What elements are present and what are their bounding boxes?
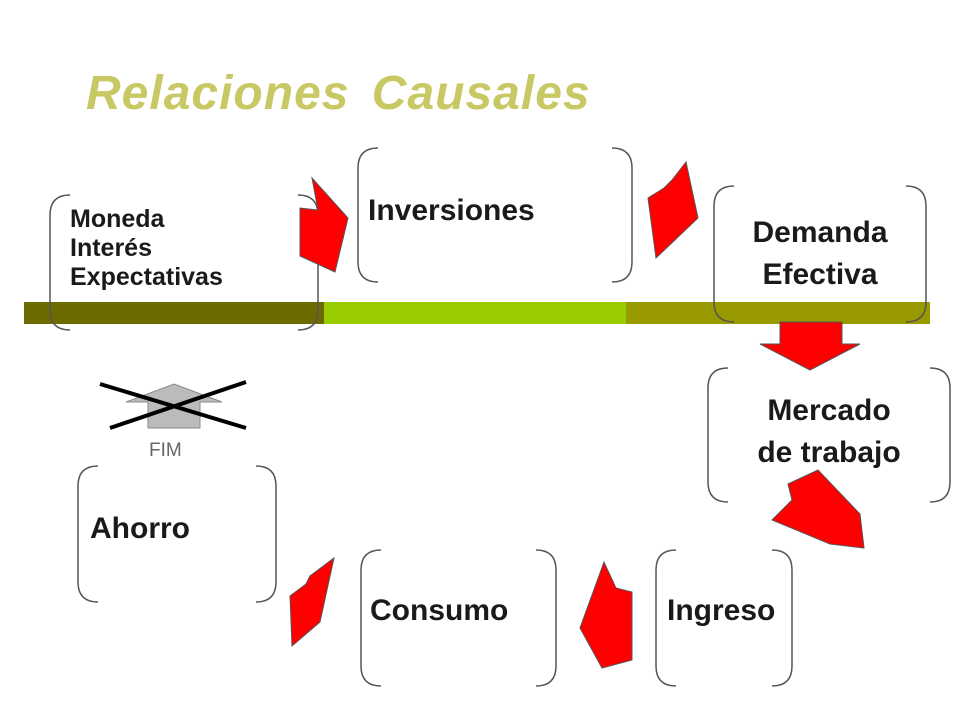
band-olive-segment xyxy=(626,302,930,324)
arrow-mercado-to-ingreso xyxy=(771,469,865,549)
demanda-line-1: Demanda xyxy=(752,216,888,249)
node-demanda: Demanda Efectiva xyxy=(728,212,912,296)
band-dark-segment xyxy=(24,302,324,324)
fim-label: FIM xyxy=(149,440,182,461)
consumo-bracket-left xyxy=(360,549,382,687)
inversiones-bracket-left xyxy=(357,147,379,283)
moneda-bracket-left xyxy=(49,194,71,331)
node-moneda: Moneda Interés Expectativas xyxy=(70,205,223,292)
node-inversiones: Inversiones xyxy=(368,194,535,227)
moneda-line-3: Expectativas xyxy=(70,263,223,291)
ingreso-bracket-right xyxy=(771,549,793,687)
mercado-line-1: Mercado xyxy=(767,394,891,427)
arrow-inversiones-to-demanda xyxy=(647,160,699,260)
moneda-line-2: Interés xyxy=(70,234,152,262)
mercado-bracket-left xyxy=(707,367,729,503)
demanda-bracket-left xyxy=(713,185,735,323)
ahorro-bracket-right xyxy=(255,465,277,603)
ahorro-bracket-left xyxy=(77,465,99,603)
arrow-demanda-to-mercado xyxy=(759,321,861,371)
demanda-line-2: Efectiva xyxy=(762,258,878,291)
node-ahorro: Ahorro xyxy=(90,512,190,545)
arrow-ingreso-to-consumo xyxy=(579,560,633,669)
page-title: Relaciones Causales xyxy=(86,67,591,120)
mercado-line-2: de trabajo xyxy=(757,436,901,469)
moneda-line-1: Moneda xyxy=(70,205,165,233)
node-ingreso: Ingreso xyxy=(667,594,776,627)
cross-line-2 xyxy=(109,380,247,430)
node-consumo: Consumo xyxy=(370,594,509,627)
demanda-bracket-right xyxy=(905,185,927,323)
mercado-bracket-right xyxy=(929,367,951,503)
consumo-bracket-right xyxy=(535,549,557,687)
band-green-segment xyxy=(324,302,626,324)
crossed-arrow-fim xyxy=(99,380,247,430)
node-mercado: Mercado de trabajo xyxy=(722,390,936,474)
inversiones-bracket-right xyxy=(611,147,633,283)
arrow-consumo-to-ahorro xyxy=(289,556,335,648)
ingreso-bracket-left xyxy=(655,549,677,687)
arrow-moneda-to-inversiones xyxy=(299,176,349,273)
